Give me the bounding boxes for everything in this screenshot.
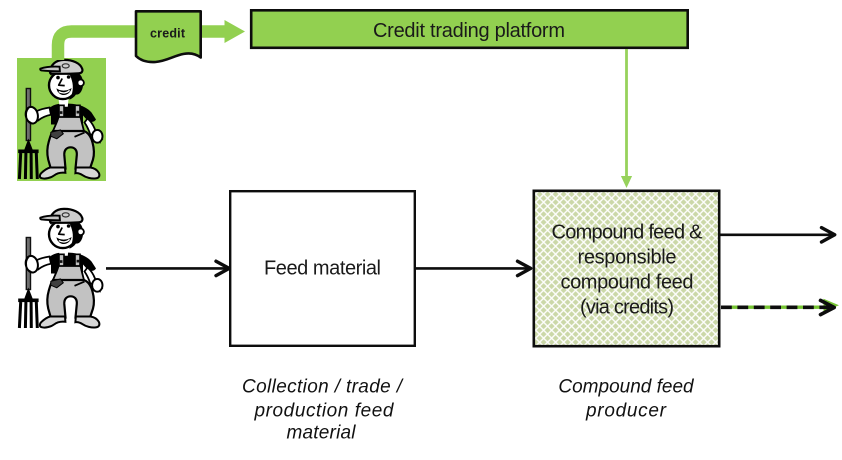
svg-text:producer: producer (585, 401, 667, 422)
svg-text:(via credits): (via credits) (580, 297, 674, 319)
svg-text:Credit trading platform: Credit trading platform (373, 20, 565, 42)
svg-text:material: material (287, 423, 357, 444)
svg-text:Feed material: Feed material (264, 258, 381, 280)
svg-text:production feed: production feed (254, 401, 395, 422)
svg-text:Collection / trade /: Collection / trade / (242, 377, 404, 398)
svg-text:compound feed: compound feed (561, 272, 694, 294)
svg-text:credit: credit (150, 27, 186, 41)
svg-text:Compound feed &: Compound feed & (552, 222, 704, 244)
svg-text:Compound feed: Compound feed (558, 377, 695, 398)
svg-text:responsible: responsible (578, 247, 677, 269)
